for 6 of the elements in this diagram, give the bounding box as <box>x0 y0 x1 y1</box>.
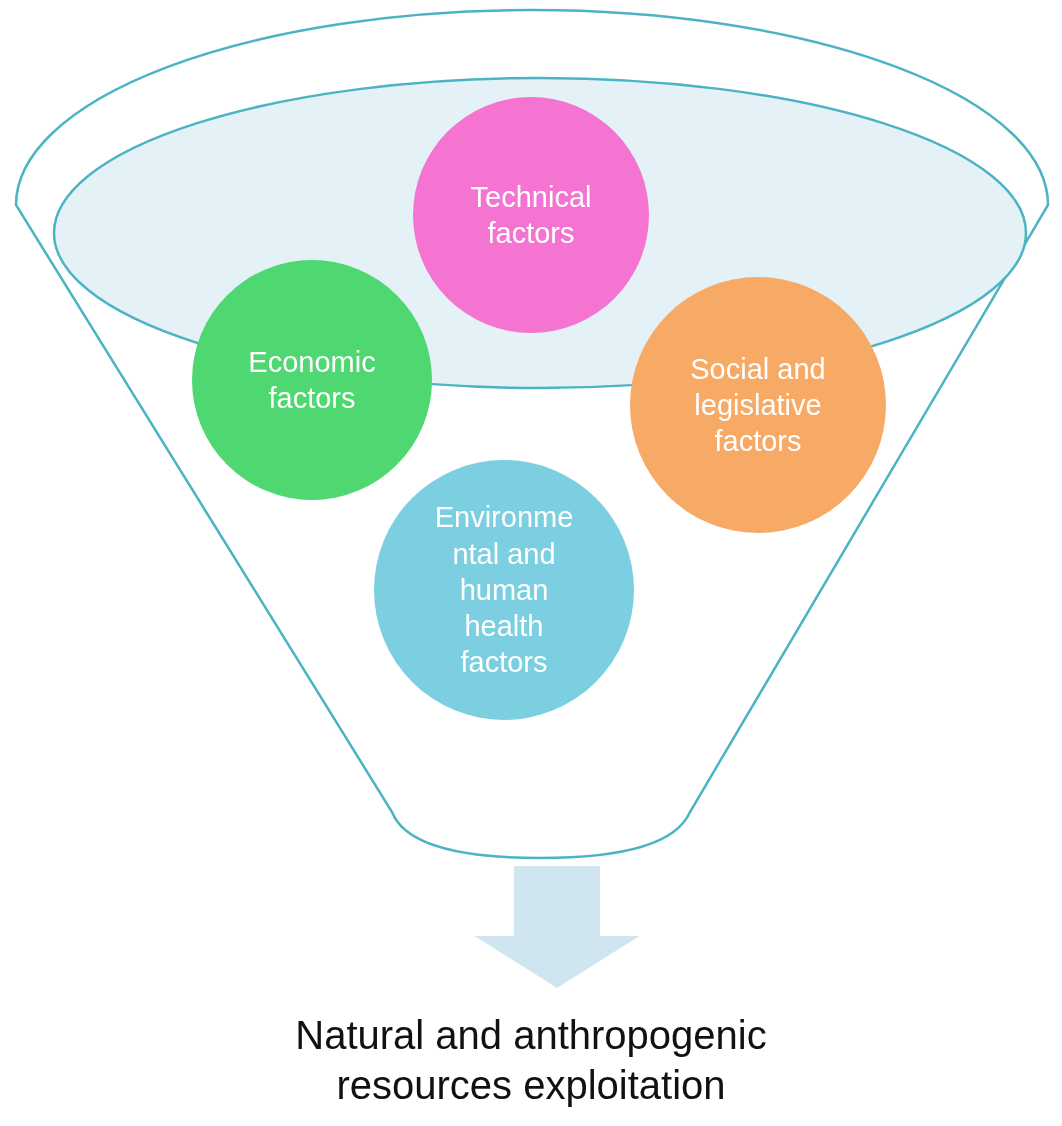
circle-label: Technical factors <box>469 179 593 251</box>
down-arrow <box>474 866 640 988</box>
circle-label: Economic factors <box>247 344 377 416</box>
circle-label: Environme ntal and human health factors <box>433 500 575 681</box>
outcome-text: Natural and anthropogenic resources exploitation <box>294 1012 768 1109</box>
circle-label: Social and legislative factors <box>689 351 827 460</box>
